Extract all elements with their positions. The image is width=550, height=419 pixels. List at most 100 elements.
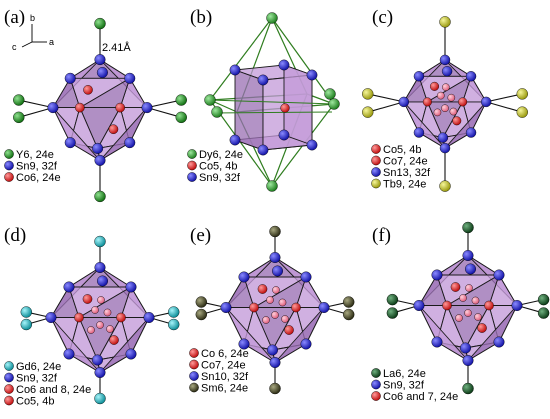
sn-atom — [96, 275, 108, 287]
sn-atom — [437, 132, 449, 143]
sn-atom — [257, 74, 269, 86]
sn-atom — [94, 367, 106, 379]
co-atom — [116, 312, 126, 323]
sn-atom — [431, 269, 443, 281]
sn-atom — [278, 59, 290, 71]
legend-swatch — [371, 178, 381, 189]
tb-atom — [439, 180, 451, 192]
sm-atom — [269, 382, 281, 395]
sn-atom — [220, 302, 232, 314]
co-inner-atom — [262, 316, 270, 324]
legend-swatch — [189, 348, 199, 358]
legend-label: Sn13, 32f — [383, 167, 431, 179]
bond-line — [367, 93, 404, 103]
co-atom — [458, 97, 468, 107]
polyhedron-face — [99, 317, 150, 373]
sn-atom — [94, 262, 106, 274]
sn-atom — [47, 102, 59, 114]
bond-line — [18, 99, 54, 109]
legend-swatch — [4, 172, 14, 182]
co-inner-atom — [447, 93, 456, 102]
dy-atom — [204, 94, 216, 106]
co-atom — [430, 81, 440, 91]
sn-atom — [94, 154, 106, 166]
co-inner-atom — [281, 315, 289, 323]
co-inner-atom — [449, 107, 458, 116]
legend-label: Sn10, 32f — [201, 371, 249, 383]
sn-atom — [229, 64, 241, 76]
sn-atom — [238, 338, 250, 350]
co-inner-atom — [91, 306, 99, 314]
legend-swatch — [189, 359, 199, 370]
gd-atom — [94, 392, 106, 405]
co-atom — [82, 294, 93, 304]
sn-atom — [462, 355, 474, 367]
y-atom — [13, 94, 25, 106]
dy-atom — [266, 180, 278, 192]
sn-atom — [462, 249, 474, 261]
co-atom — [75, 102, 85, 113]
legend-swatch — [371, 155, 381, 166]
frame-edge — [209, 17, 273, 101]
legend-label: Co6 and 7, 24e — [383, 391, 458, 403]
la-atom — [462, 221, 474, 234]
y-atom — [94, 17, 106, 30]
co-atom — [108, 124, 119, 134]
la-atom — [537, 307, 550, 319]
legend-label: Y6, 24e — [16, 149, 54, 161]
panel-letter-d: (d) — [4, 225, 26, 246]
co-atom — [291, 302, 301, 313]
legend-label: Dy6, 24e — [199, 149, 243, 161]
legend-label: Gd6, 24e — [16, 361, 61, 373]
sn-atom — [413, 127, 425, 138]
co-inner-atom — [442, 83, 450, 91]
frame-edge — [211, 111, 333, 114]
legend-swatch — [187, 149, 197, 159]
tb-atom — [516, 106, 528, 118]
legend-swatch — [371, 167, 381, 177]
tb-atom — [362, 106, 374, 118]
co-inner-atom — [459, 294, 467, 302]
sn-atom — [63, 348, 75, 360]
co-atom — [83, 85, 93, 95]
co-atom — [484, 300, 494, 311]
sn-atom — [465, 71, 477, 82]
co-inner-atom — [464, 309, 472, 317]
legend-label: Sn9, 32f — [199, 172, 241, 184]
la-atom — [386, 307, 399, 319]
co-inner-atom — [433, 108, 442, 117]
polyhedron-face — [467, 305, 518, 361]
sm-atom — [269, 225, 281, 238]
polyhedron-face — [225, 307, 276, 363]
legend-swatch — [4, 361, 14, 371]
sn-atom — [141, 102, 153, 114]
sn-atom — [267, 344, 279, 356]
frame-edge — [271, 17, 335, 105]
sn-atom — [439, 142, 451, 154]
legend-label: Sm6, 24e — [201, 383, 248, 395]
panel-letter-a: (a) — [4, 7, 25, 28]
y-atom — [175, 94, 187, 106]
co-atom — [422, 97, 432, 107]
tb-atom — [362, 88, 374, 100]
sn-atom — [511, 300, 523, 312]
gd-atom — [167, 306, 180, 318]
polyhedron-face — [418, 305, 469, 361]
sn-atom — [318, 302, 330, 314]
legend-swatch — [371, 144, 381, 154]
sn-atom — [269, 251, 281, 263]
dy-atom — [328, 98, 340, 110]
sn-atom — [493, 336, 505, 348]
legend-label: Co7, 24e — [383, 156, 428, 168]
sn-atom — [125, 281, 137, 293]
sn-atom — [465, 263, 477, 275]
gd-atom — [167, 318, 180, 331]
legend-swatch — [4, 395, 14, 406]
sn-atom — [91, 354, 103, 366]
co-atom — [477, 323, 487, 333]
sn-atom — [125, 348, 137, 360]
co-inner-atom — [471, 296, 480, 305]
sn-atom — [413, 71, 425, 82]
la-atom — [537, 293, 550, 306]
axis-label-a: a — [49, 37, 54, 47]
